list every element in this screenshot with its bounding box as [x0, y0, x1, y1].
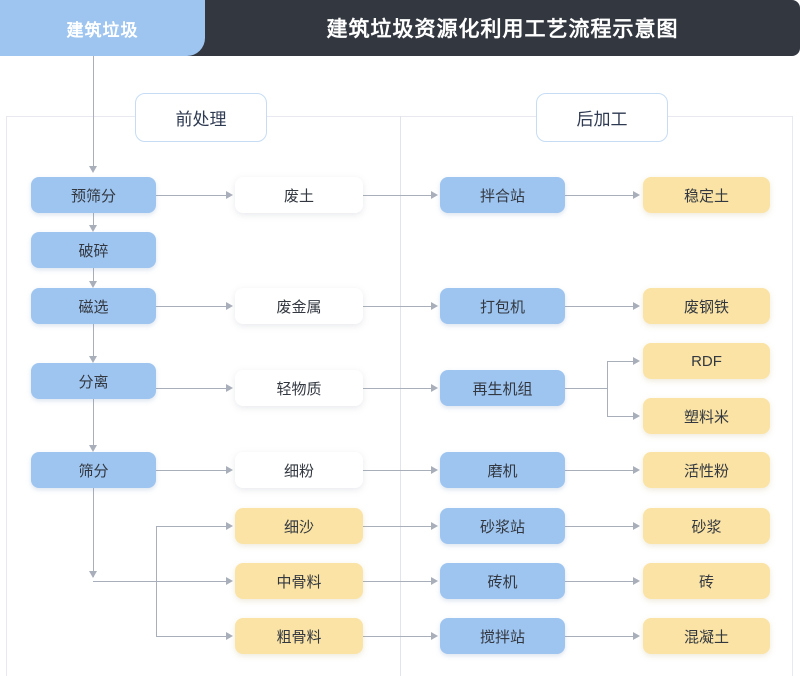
- connector-fine-sand-to-mortar-station: [363, 526, 433, 527]
- arrowhead-coarse-aggregate-in: [226, 632, 233, 640]
- stage-label-postprocessing[interactable]: 后加工: [536, 93, 668, 142]
- connector-sieve-to-fine-powder: [156, 470, 228, 471]
- connector-crush-to-magnetic: [93, 268, 94, 281]
- arrowhead-scrap-metal-in: [226, 302, 233, 310]
- node-output-concrete[interactable]: 混凝土: [643, 618, 770, 654]
- node-output-scrap-steel[interactable]: 废钢铁: [643, 288, 770, 324]
- page-title: 建筑垃圾资源化利用工艺流程示意图: [326, 18, 679, 41]
- connector-bus-to-fine-sand: [156, 526, 228, 527]
- arrowhead-separate-in: [89, 356, 97, 363]
- connector-waste-to-presieve: [93, 56, 94, 166]
- node-process-crush[interactable]: 破碎: [31, 232, 156, 268]
- connector-fine-powder-to-grinder: [363, 470, 433, 471]
- node-material-fine-powder[interactable]: 细粉: [235, 452, 363, 488]
- connector-recycling-unit-to-rdf: [607, 361, 635, 362]
- arrowhead-scrap-steel-in: [633, 302, 640, 310]
- arrowhead-magnetic-in: [89, 281, 97, 288]
- arrowhead-sieve-in: [89, 445, 97, 452]
- node-output-mortar[interactable]: 砂浆: [643, 508, 770, 544]
- connector-grinder-to-active-powder: [565, 470, 635, 471]
- arrowhead-grinder-in: [431, 466, 438, 474]
- connector-scrap-metal-to-baler: [363, 306, 433, 307]
- arrowhead-concrete-in: [633, 632, 640, 640]
- node-equipment-mixing-station[interactable]: 拌合站: [440, 177, 565, 213]
- connector-medium-aggregate-to-brick-machine: [363, 581, 433, 582]
- connector-brick-machine-to-brick: [565, 581, 635, 582]
- connector-recycling-unit-stub: [565, 388, 608, 389]
- connector-bus-to-coarse-aggregate: [156, 636, 228, 637]
- connector-bus-to-medium-aggregate: [93, 581, 228, 582]
- header-tab-construction-waste[interactable]: 建筑垃圾: [0, 0, 205, 56]
- arrowhead-concrete-mixer-in: [431, 632, 438, 640]
- node-output-brick[interactable]: 砖: [643, 563, 770, 599]
- node-equipment-brick-machine[interactable]: 砖机: [440, 563, 565, 599]
- node-equipment-concrete-mixer[interactable]: 搅拌站: [440, 618, 565, 654]
- arrowhead-waste-soil-in: [226, 191, 233, 199]
- stage-divider: [400, 116, 401, 676]
- connector-magnetic-to-scrap-metal: [156, 306, 228, 307]
- arrowhead-crush-in: [89, 225, 97, 232]
- connector-sieve-down-bus: [93, 488, 94, 577]
- arrowhead-mortar-in: [633, 522, 640, 530]
- arrowhead-stabilized-soil-in: [633, 191, 640, 199]
- arrowhead-rdf-in: [633, 357, 640, 365]
- node-material-scrap-metal[interactable]: 废金属: [235, 288, 363, 324]
- arrowhead-mortar-station-in: [431, 522, 438, 530]
- connector-presieve-to-waste-soil: [156, 195, 228, 196]
- node-equipment-recycling-unit[interactable]: 再生机组: [440, 370, 565, 406]
- connector-light-matter-to-recycling-unit: [363, 388, 433, 389]
- connector-magnetic-to-separate: [93, 324, 94, 356]
- node-material-medium-aggregate[interactable]: 中骨料: [235, 563, 363, 599]
- arrowhead-baler-in: [431, 302, 438, 310]
- connector-aggregate-riser: [156, 526, 157, 636]
- connector-waste-soil-to-mixing-station: [363, 195, 433, 196]
- node-output-plastic-pellets[interactable]: 塑料米: [643, 398, 770, 434]
- arrowhead-mixing-station-in: [431, 191, 438, 199]
- node-material-light-matter[interactable]: 轻物质: [235, 370, 363, 406]
- arrowhead-light-matter-in: [226, 384, 233, 392]
- arrowhead-brick-machine-in: [431, 577, 438, 585]
- arrowhead-fine-powder-in: [226, 466, 233, 474]
- connector-baler-to-scrap-steel: [565, 306, 635, 307]
- connector-mixing-station-to-stabilized-soil: [565, 195, 635, 196]
- node-output-rdf[interactable]: RDF: [643, 343, 770, 379]
- node-equipment-mortar-station[interactable]: 砂浆站: [440, 508, 565, 544]
- arrowhead-sieve-bus-turn: [89, 571, 97, 578]
- arrowhead-brick-in: [633, 577, 640, 585]
- arrowhead-active-powder-in: [633, 466, 640, 474]
- connector-presieve-to-crush: [93, 213, 94, 225]
- connector-separate-to-sieve: [93, 399, 94, 445]
- diagram-frame: [6, 116, 793, 676]
- connector-separate-to-light-matter: [156, 388, 228, 389]
- node-equipment-baler[interactable]: 打包机: [440, 288, 565, 324]
- arrowhead-presieve-in: [89, 166, 97, 173]
- node-process-separate[interactable]: 分离: [31, 363, 156, 399]
- node-equipment-grinder[interactable]: 磨机: [440, 452, 565, 488]
- node-process-presieve[interactable]: 预筛分: [31, 177, 156, 213]
- node-output-stabilized-soil[interactable]: 稳定土: [643, 177, 770, 213]
- connector-recycling-unit-split-riser: [607, 361, 608, 416]
- arrowhead-recycling-unit-in: [431, 384, 438, 392]
- node-process-sieve[interactable]: 筛分: [31, 452, 156, 488]
- connector-recycling-unit-to-plastic-pellets: [607, 416, 635, 417]
- connector-coarse-aggregate-to-concrete-mixer: [363, 636, 433, 637]
- stage-label-pretreatment[interactable]: 前处理: [135, 93, 267, 142]
- arrowhead-fine-sand-in: [226, 522, 233, 530]
- node-material-waste-soil[interactable]: 废土: [235, 177, 363, 213]
- node-process-magnetic[interactable]: 磁选: [31, 288, 156, 324]
- connector-mortar-station-to-mortar: [565, 526, 635, 527]
- arrowhead-medium-aggregate-in: [226, 577, 233, 585]
- node-material-coarse-aggregate[interactable]: 粗骨料: [235, 618, 363, 654]
- arrowhead-plastic-pellets-in: [633, 412, 640, 420]
- node-material-fine-sand[interactable]: 细沙: [235, 508, 363, 544]
- diagram-frame-right-edge: [792, 116, 793, 676]
- connector-concrete-mixer-to-concrete: [565, 636, 635, 637]
- node-output-active-powder[interactable]: 活性粉: [643, 452, 770, 488]
